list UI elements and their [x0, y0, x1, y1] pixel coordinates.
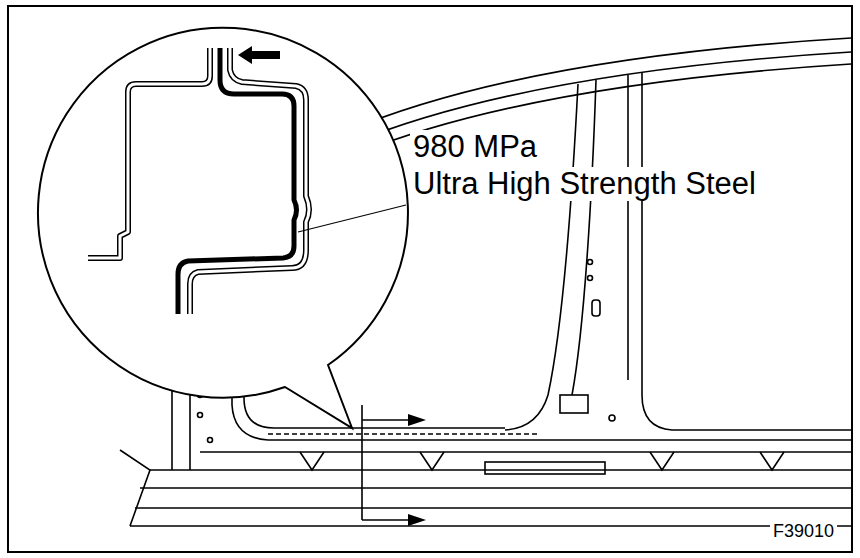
frame — [8, 6, 852, 552]
roof-rail — [345, 38, 851, 132]
material-name: Ultra High Strength Steel — [410, 167, 759, 201]
section-line — [362, 519, 410, 521]
pillar-hole — [588, 276, 593, 281]
arrowhead — [408, 414, 426, 426]
sill — [135, 507, 851, 509]
b-pillar-edge — [627, 75, 629, 380]
pillar-hole — [609, 415, 615, 421]
uhss-reinforcement — [178, 48, 297, 314]
direction-arrow — [238, 46, 280, 64]
b-pillar-edge — [572, 80, 596, 395]
sill — [268, 439, 851, 441]
section-line — [362, 419, 410, 421]
spot-welds — [268, 433, 540, 435]
pillar-hole — [208, 438, 213, 443]
pillar-hole — [592, 300, 600, 316]
sill — [130, 525, 851, 527]
sill-end — [120, 450, 150, 526]
outer-panel — [88, 48, 210, 258]
sill-bracket — [485, 462, 605, 474]
section-arrows — [362, 405, 426, 526]
outer-panel — [88, 48, 210, 258]
magnifier-callout — [38, 28, 408, 428]
sill — [200, 451, 851, 453]
outer-panel — [190, 48, 309, 314]
figure-code: F39010 — [770, 522, 837, 542]
sill — [140, 487, 851, 489]
pillar-hole — [588, 260, 593, 265]
sill — [150, 469, 851, 471]
section-line — [361, 405, 363, 520]
outer-panel — [190, 48, 309, 314]
b-pillar-edge — [642, 72, 851, 430]
sill-ribs — [300, 452, 784, 470]
strength-value: 980 MPa — [410, 130, 540, 164]
leader-line — [298, 205, 406, 232]
arrowhead — [408, 514, 426, 526]
pillar-hole — [198, 413, 203, 418]
pillar-plate — [560, 395, 588, 413]
rocker-cross-section — [88, 48, 309, 314]
